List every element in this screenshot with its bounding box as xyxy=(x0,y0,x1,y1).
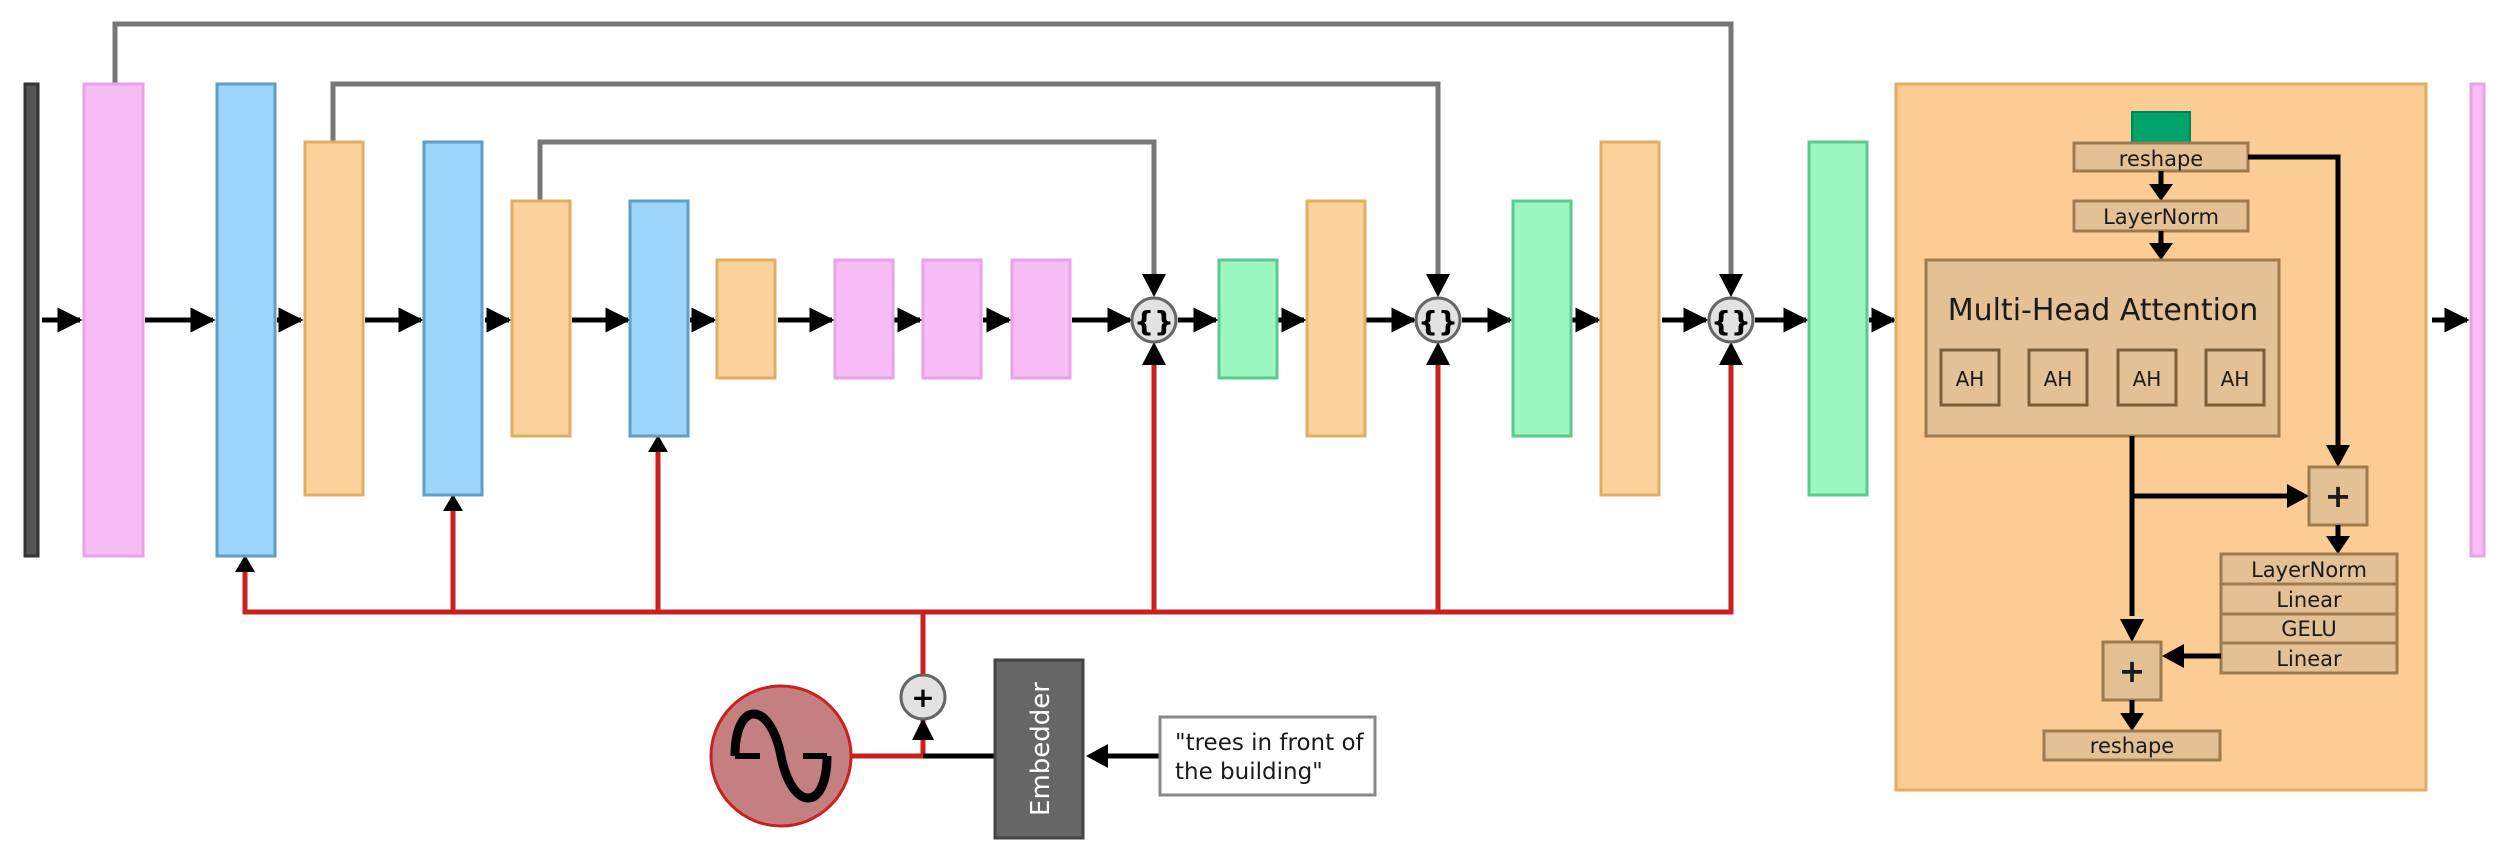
svg-text:{}: {} xyxy=(1134,305,1174,338)
reshape-bottom: reshape xyxy=(2042,729,2222,762)
svg-text:GELU: GELU xyxy=(2281,617,2337,641)
concat-node-2: {} xyxy=(1414,296,1462,344)
skip-connection-outer xyxy=(112,21,1734,280)
residual-add-2: + xyxy=(2101,640,2163,702)
concat-node-1: {} xyxy=(1130,296,1178,344)
mid-block-3 xyxy=(1010,258,1072,380)
skip-connection-middle xyxy=(330,81,1441,280)
token-input xyxy=(2131,111,2191,144)
svg-text:Linear: Linear xyxy=(2276,647,2342,671)
svg-text:reshape: reshape xyxy=(2090,734,2174,758)
sinusoid-icon xyxy=(709,684,853,828)
svg-text:"trees in front of: "trees in front of xyxy=(1175,730,1365,756)
svg-text:AH: AH xyxy=(1956,367,1985,391)
svg-text:reshape: reshape xyxy=(2119,147,2203,171)
svg-text:+: + xyxy=(2325,477,2352,515)
skip-arrowheads xyxy=(1142,274,1743,297)
reshape-top: reshape xyxy=(2072,141,2250,173)
input-bar xyxy=(23,82,40,558)
up-attn-block-1 xyxy=(1305,199,1367,438)
down-block-1 xyxy=(215,82,277,558)
down-block-3 xyxy=(628,199,690,438)
concat-node-3: {} xyxy=(1707,296,1755,344)
svg-text:LayerNorm: LayerNorm xyxy=(2103,205,2219,229)
attention-head: AH xyxy=(2116,348,2178,407)
attention-head: AH xyxy=(1939,348,2001,407)
svg-text:Multi-Head Attention: Multi-Head Attention xyxy=(1948,293,2259,328)
attention-head: AH xyxy=(2027,348,2089,407)
attn-block-2 xyxy=(510,199,572,438)
text-prompt-box: "trees in front of the building" xyxy=(1158,715,1377,797)
svg-text:{}: {} xyxy=(1711,305,1751,338)
time-arrowheads xyxy=(235,342,1743,740)
time-bus xyxy=(242,350,1734,615)
blocks xyxy=(23,82,2486,558)
multi-head-attention: Multi-Head Attention AH AH AH AH xyxy=(1924,258,2281,438)
svg-text:+: + xyxy=(911,681,934,714)
mid-block-2 xyxy=(921,258,983,380)
svg-text:AH: AH xyxy=(2133,367,2162,391)
down-block-2 xyxy=(422,140,484,497)
up-block-2 xyxy=(1511,199,1573,438)
layernorm-top: LayerNorm xyxy=(2072,199,2250,233)
svg-text:+: + xyxy=(2119,652,2146,690)
output-block xyxy=(2469,82,2486,558)
svg-text:{}: {} xyxy=(1418,305,1458,338)
up-block-3 xyxy=(1807,140,1869,497)
attn-block-1 xyxy=(303,140,365,497)
up-block-1 xyxy=(1217,258,1279,380)
time-embedding-lines xyxy=(242,350,1734,759)
input-block xyxy=(82,82,145,558)
skip-connection-inner xyxy=(537,139,1157,280)
mlp-stack: LayerNorm Linear GELU Linear xyxy=(2219,552,2399,675)
transformer-detail-panel: reshape LayerNorm Multi-Head Attention A… xyxy=(1894,82,2428,792)
concat-nodes: {} {} {} xyxy=(1130,296,1755,344)
svg-text:AH: AH xyxy=(2044,367,2073,391)
svg-text:AH: AH xyxy=(2221,367,2250,391)
skip-connections xyxy=(112,21,1734,280)
mid-block-1 xyxy=(833,258,895,380)
attention-head: AH xyxy=(2204,348,2266,407)
residual-add-1: + xyxy=(2307,465,2369,527)
conditioning: + Embedder "trees in front of the buildi… xyxy=(709,658,1377,840)
svg-text:Linear: Linear xyxy=(2276,588,2342,612)
svg-text:LayerNorm: LayerNorm xyxy=(2251,558,2367,582)
time-text-add-node: + xyxy=(899,673,947,721)
embedder-label: Embedder xyxy=(1026,682,1056,816)
up-attn-block-2 xyxy=(1599,140,1661,497)
attn-block-3 xyxy=(715,258,777,380)
embedder-box: Embedder xyxy=(993,658,1085,840)
svg-text:the building": the building" xyxy=(1175,759,1323,785)
